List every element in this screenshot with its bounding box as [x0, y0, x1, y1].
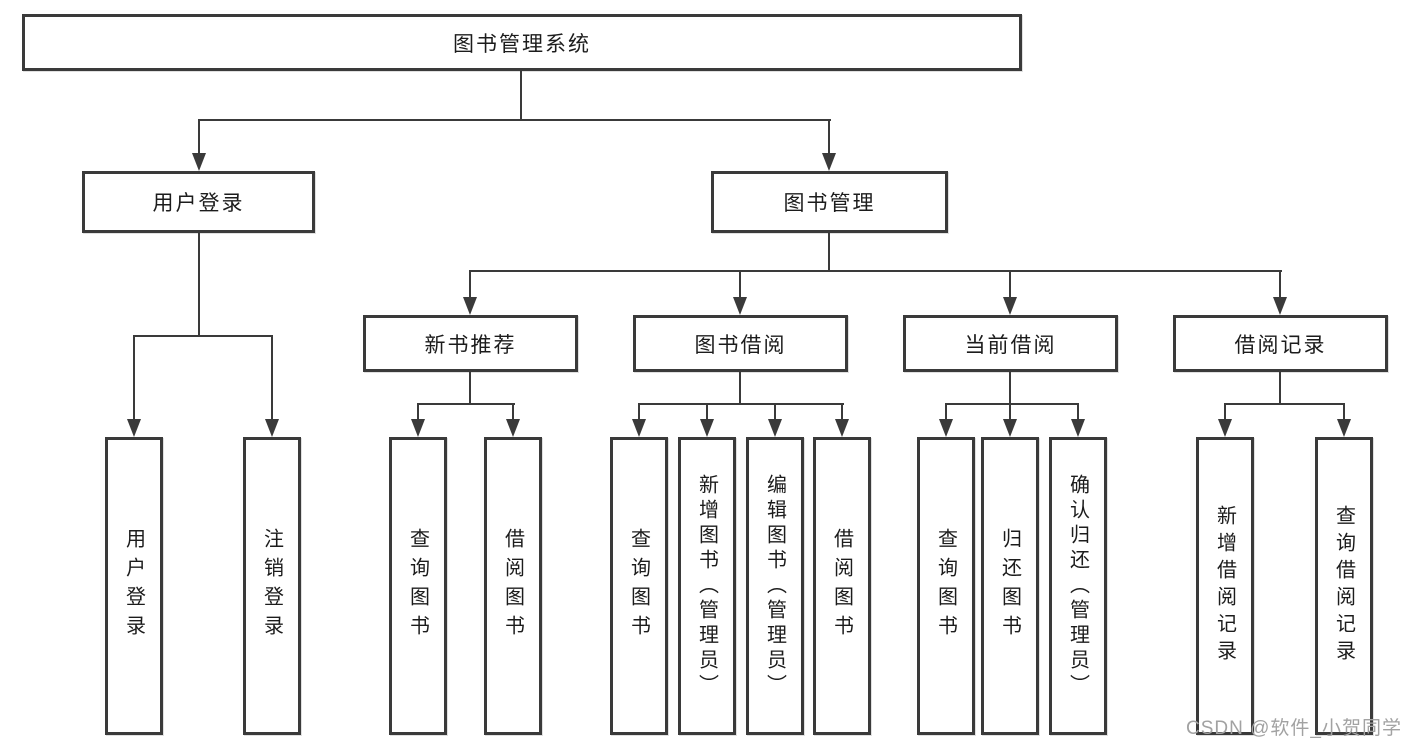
- connector-recommend-stem: [469, 372, 471, 405]
- connector-drop-leaf: [1343, 403, 1345, 421]
- leaf-logout: 注销登录: [243, 437, 301, 735]
- connector-drop-leaf: [417, 403, 419, 421]
- leaf-label: 确认归还（管理员）: [1066, 473, 1089, 699]
- connector-drop-l3: [1009, 270, 1011, 299]
- arrowhead-icon: [463, 297, 477, 315]
- node-book-management: 图书管理: [711, 171, 948, 233]
- arrowhead-icon: [700, 419, 714, 437]
- node-new-book-recommend: 新书推荐: [363, 315, 578, 372]
- arrowhead-icon: [1071, 419, 1085, 437]
- leaf-user-login: 用户登录: [105, 437, 163, 735]
- connector-drop-leaf: [945, 403, 947, 421]
- connector-drop-leaf: [512, 403, 514, 421]
- node-borrow-record-label: 借阅记录: [1234, 333, 1327, 357]
- connector-drop-leaf: [638, 403, 640, 421]
- leaf-label: 编辑图书（管理员）: [763, 473, 786, 699]
- arrowhead-icon: [939, 419, 953, 437]
- connector-current-bar: [945, 403, 1079, 405]
- leaf-label: 借阅图书: [830, 528, 853, 644]
- connector-borrow-bar: [638, 403, 844, 405]
- connector-recommend-bar: [417, 403, 515, 405]
- connector-drop-leaf: [1224, 403, 1226, 421]
- leaf-label: 查询图书: [934, 528, 957, 644]
- connector-drop-leaf: [1077, 403, 1079, 421]
- connector-user-stem: [198, 233, 200, 337]
- arrowhead-icon: [632, 419, 646, 437]
- connector-borrow-stem: [739, 372, 741, 405]
- leaf-label: 注销登录: [260, 528, 283, 644]
- connector-drop-l3: [739, 270, 741, 299]
- node-user-login-label: 用户登录: [152, 192, 245, 215]
- connector-drop-leaf: [774, 403, 776, 421]
- connector-drop-leaf: [271, 335, 273, 421]
- node-user-login: 用户登录: [82, 171, 315, 233]
- arrowhead-icon: [1003, 297, 1017, 315]
- connector-book-stem: [828, 233, 830, 272]
- connector-drop-book-mgmt: [828, 119, 830, 157]
- connector-drop-leaf: [706, 403, 708, 421]
- leaf-add-borrow-record: 新增借阅记录: [1196, 437, 1254, 735]
- leaf-label: 新增借阅记录: [1213, 505, 1236, 667]
- node-book-borrow: 图书借阅: [633, 315, 848, 372]
- leaf-label: 借阅图书: [501, 528, 524, 644]
- leaf-borrow-book-recommend: 借阅图书: [484, 437, 542, 735]
- connector-drop-leaf: [841, 403, 843, 421]
- arrowhead-icon: [1337, 419, 1351, 437]
- connector-root-stem: [520, 70, 522, 121]
- arrowhead-icon: [768, 419, 782, 437]
- arrowhead-icon: [192, 153, 206, 171]
- connector-drop-l3: [469, 270, 471, 299]
- arrowhead-icon: [1218, 419, 1232, 437]
- connector-record-stem: [1279, 372, 1281, 405]
- arrowhead-icon: [411, 419, 425, 437]
- connector-drop-leaf: [133, 335, 135, 421]
- leaf-label: 归还图书: [998, 528, 1021, 644]
- node-book-borrow-label: 图书借阅: [694, 333, 787, 357]
- arrowhead-icon: [506, 419, 520, 437]
- connector-drop-leaf: [1009, 403, 1011, 421]
- node-current-borrow: 当前借阅: [903, 315, 1118, 372]
- leaf-label: 新增图书（管理员）: [695, 473, 718, 699]
- node-new-book-recommend-label: 新书推荐: [424, 333, 517, 357]
- connector-drop-l3: [1279, 270, 1281, 299]
- node-root-label: 图书管理系统: [453, 32, 591, 56]
- connector-user-bar: [133, 335, 273, 337]
- leaf-edit-book-admin: 编辑图书（管理员）: [746, 437, 804, 735]
- leaf-add-book-admin: 新增图书（管理员）: [678, 437, 736, 735]
- connector-book-bar: [469, 270, 1282, 272]
- arrowhead-icon: [822, 153, 836, 171]
- arrowhead-icon: [127, 419, 141, 437]
- leaf-label: 查询借阅记录: [1332, 505, 1355, 667]
- node-borrow-record: 借阅记录: [1173, 315, 1388, 372]
- leaf-borrow-book: 借阅图书: [813, 437, 871, 735]
- arrowhead-icon: [835, 419, 849, 437]
- leaf-label: 查询图书: [406, 528, 429, 644]
- connector-current-stem: [1009, 372, 1011, 405]
- arrowhead-icon: [265, 419, 279, 437]
- arrowhead-icon: [733, 297, 747, 315]
- node-book-management-label: 图书管理: [783, 192, 876, 215]
- csdn-watermark: CSDN @软件_小贺同学: [1186, 718, 1402, 739]
- leaf-return-book: 归还图书: [981, 437, 1039, 735]
- leaf-confirm-return-admin: 确认归还（管理员）: [1049, 437, 1107, 735]
- leaf-query-book-current: 查询图书: [917, 437, 975, 735]
- leaf-query-book-borrow: 查询图书: [610, 437, 668, 735]
- connector-root-bar: [198, 119, 831, 121]
- leaf-label: 查询图书: [627, 528, 650, 644]
- arrowhead-icon: [1003, 419, 1017, 437]
- node-current-borrow-label: 当前借阅: [964, 333, 1057, 357]
- leaf-label: 用户登录: [122, 528, 145, 644]
- node-root: 图书管理系统: [22, 14, 1022, 71]
- connector-record-bar: [1224, 403, 1345, 405]
- arrowhead-icon: [1273, 297, 1287, 315]
- connector-drop-user-login: [198, 119, 200, 157]
- leaf-query-borrow-record: 查询借阅记录: [1315, 437, 1373, 735]
- leaf-query-book-recommend: 查询图书: [389, 437, 447, 735]
